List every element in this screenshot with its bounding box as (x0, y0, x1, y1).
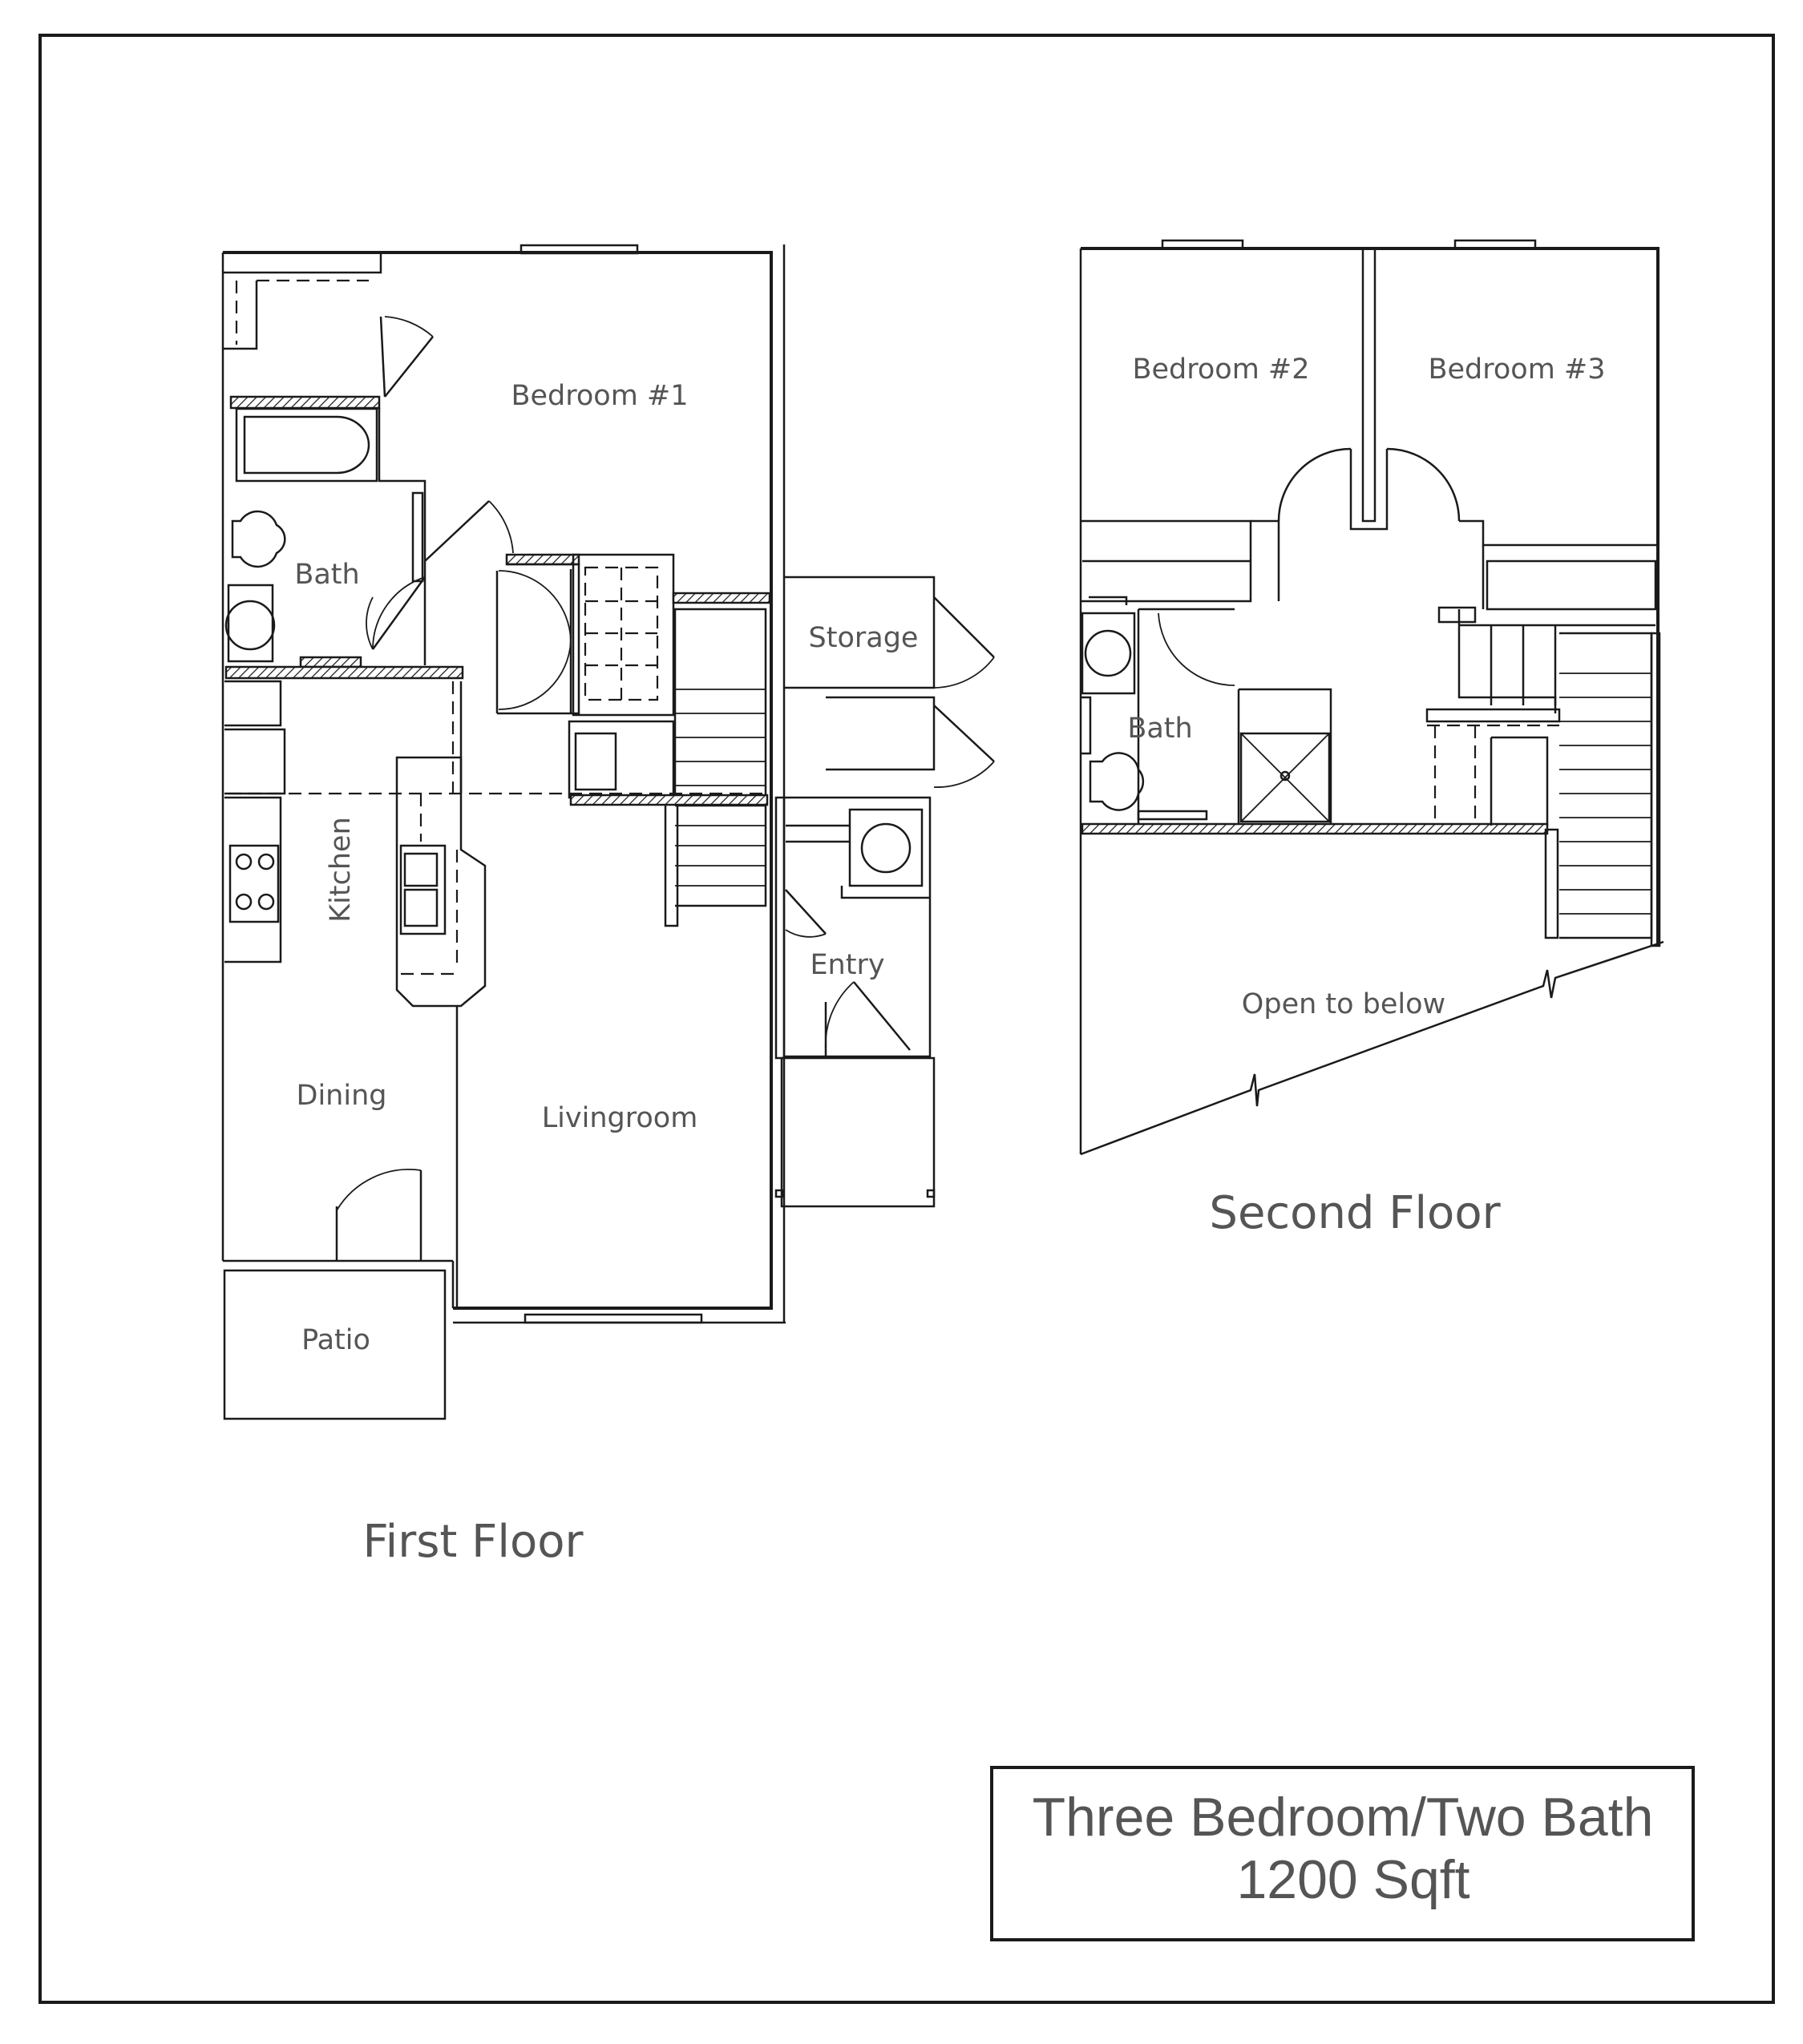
second-floor-labels: Bedroom #2 Bedroom #3 Bath Open to below… (1127, 353, 1605, 1239)
room-label-kitchen: Kitchen (325, 817, 357, 923)
room-label-bedroom2: Bedroom #2 (1132, 353, 1309, 386)
second-floor-plan (1079, 239, 1664, 1156)
room-label-bath-second: Bath (1127, 713, 1192, 745)
room-label-entry: Entry (810, 949, 884, 981)
first-floor-plan (221, 244, 995, 1420)
room-label-dining: Dining (297, 1080, 387, 1112)
summary-line1: Three Bedroom/Two Bath (1033, 1787, 1654, 1848)
room-label-storage: Storage (809, 622, 919, 654)
first-floor-labels: Bedroom #1 Bath Kitchen Dining Livingroo… (294, 380, 918, 1568)
room-label-livingroom: Livingroom (542, 1102, 698, 1134)
floor-title-second: Second Floor (1209, 1187, 1501, 1239)
page-border (38, 34, 1775, 2004)
room-label-bedroom1: Bedroom #1 (511, 380, 688, 412)
room-label-bedroom3: Bedroom #3 (1428, 353, 1605, 386)
floor-title-first: First Floor (363, 1516, 584, 1568)
summary-line2: 1200 Sqft (1236, 1849, 1469, 1910)
room-label-bath-first: Bath (294, 559, 359, 591)
room-label-patio: Patio (301, 1324, 370, 1356)
summary-box: Three Bedroom/Two Bath 1200 Sqft (990, 1766, 1695, 1941)
room-label-open-to-below: Open to below (1242, 988, 1445, 1020)
